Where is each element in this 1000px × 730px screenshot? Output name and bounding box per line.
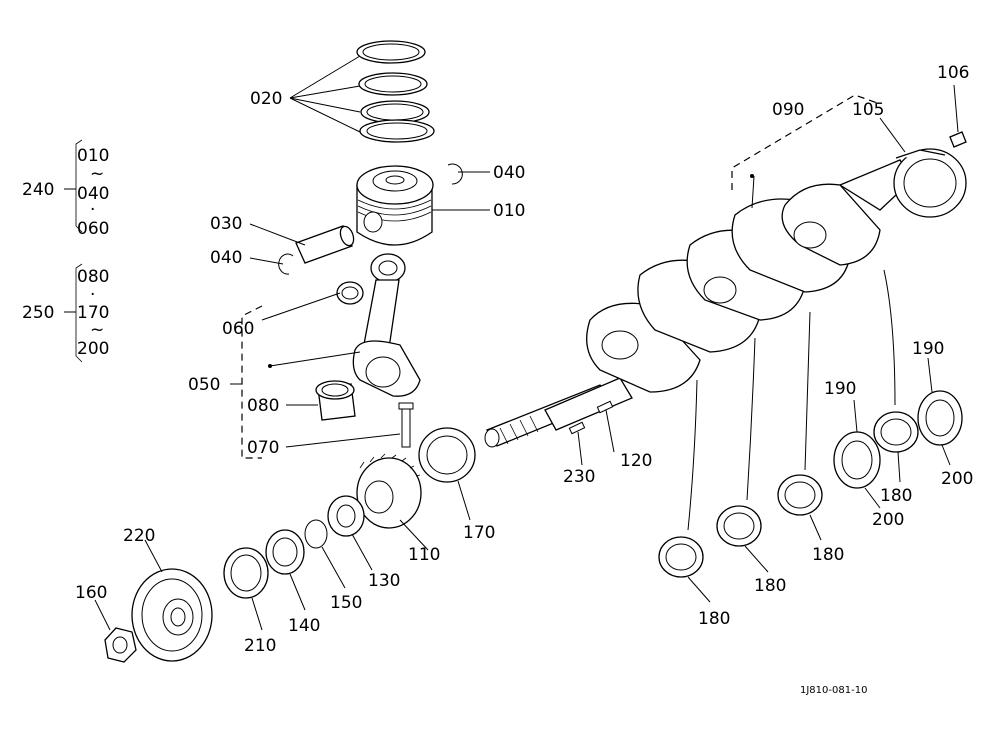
callout-130: 130 xyxy=(368,571,400,591)
callout-120: 120 xyxy=(620,451,652,471)
callout-105: 105 xyxy=(852,100,884,120)
svg-text:~: ~ xyxy=(90,320,104,340)
callout-106: 106 xyxy=(937,63,969,83)
callout-080: 080 xyxy=(247,396,279,416)
piston-rings xyxy=(356,40,435,143)
set-250-item-2: 170 xyxy=(77,303,109,323)
connecting-rod xyxy=(352,253,421,448)
crankshaft-gear xyxy=(356,453,422,529)
piston xyxy=(356,165,434,246)
drawing-code: 1J810-081-10 xyxy=(800,685,867,696)
callout-090: 090 xyxy=(772,100,804,120)
collar-140 xyxy=(265,529,305,575)
rear-oil-seal xyxy=(893,148,967,218)
callout-040-upper: 040 xyxy=(493,163,525,183)
callout-060: 060 xyxy=(222,319,254,339)
callout-200-b: 200 xyxy=(941,469,973,489)
oil-seal-210 xyxy=(223,547,269,599)
crankshaft xyxy=(484,159,913,448)
callout-180-c: 180 xyxy=(812,545,844,565)
callout-030: 030 xyxy=(210,214,242,234)
svg-text:·: · xyxy=(90,285,95,305)
o-ring-150 xyxy=(304,519,328,549)
callout-220: 220 xyxy=(123,526,155,546)
callout-070: 070 xyxy=(247,438,279,458)
callout-180-d: 180 xyxy=(880,486,912,506)
callout-140: 140 xyxy=(288,616,320,636)
callout-170: 170 xyxy=(463,523,495,543)
group-brackets xyxy=(64,94,881,459)
callout-labels: 020 040 010 030 040 060 050 080 070 090 … xyxy=(22,63,973,696)
leader-lines xyxy=(94,55,959,631)
set-250-item-1: 080 xyxy=(77,267,109,287)
callout-150: 150 xyxy=(330,593,362,613)
callout-040-lower: 040 xyxy=(210,248,242,268)
thrust-bearing-170 xyxy=(418,427,476,483)
callout-200-a: 200 xyxy=(872,510,904,530)
keys xyxy=(568,400,614,435)
set-250-item-3: 200 xyxy=(77,339,109,359)
callout-190-a: 190 xyxy=(824,379,856,399)
crankshaft-pulley xyxy=(131,568,213,662)
circlip-lower xyxy=(278,253,294,275)
assembly-arrows xyxy=(687,269,896,531)
svg-text:·: · xyxy=(90,200,95,220)
piston-pin xyxy=(295,225,355,264)
callout-020: 020 xyxy=(250,89,282,109)
crankpin-bearing xyxy=(315,380,356,421)
svg-text:~: ~ xyxy=(90,164,104,184)
set-250-label: 250 xyxy=(22,303,54,323)
callout-050: 050 xyxy=(188,375,220,395)
crankshaft-nut xyxy=(104,627,137,663)
small-end-bushing xyxy=(336,281,364,305)
callout-210: 210 xyxy=(244,636,276,656)
set-240-label: 240 xyxy=(22,180,54,200)
set-240-item-1: 010 xyxy=(77,146,109,166)
circlip-upper xyxy=(447,163,463,185)
callout-190-b: 190 xyxy=(912,339,944,359)
set-240-item-3: 060 xyxy=(77,219,109,239)
main-bearings xyxy=(658,411,919,578)
callout-230: 230 xyxy=(563,467,595,487)
callout-110: 110 xyxy=(408,545,440,565)
callout-010: 010 xyxy=(493,201,525,221)
dowel-pin xyxy=(949,131,967,148)
callout-180-b: 180 xyxy=(754,576,786,596)
callout-160: 160 xyxy=(75,583,107,603)
callout-180-a: 180 xyxy=(698,609,730,629)
set-240-item-2: 040 xyxy=(77,184,109,204)
collar-130 xyxy=(327,495,365,537)
